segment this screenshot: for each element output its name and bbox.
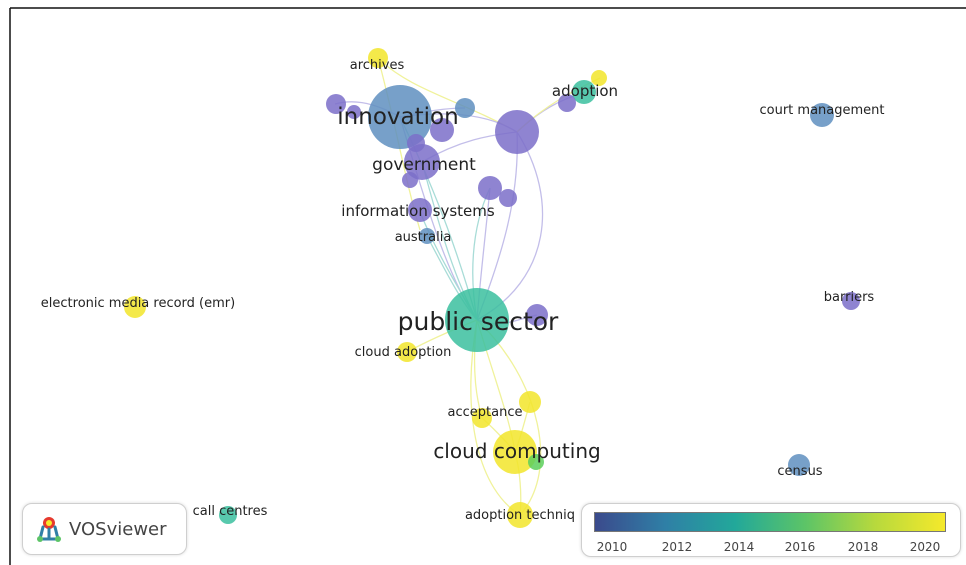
label-information-systems: information systems [341,202,495,220]
node-australia[interactable] [419,228,435,244]
label-census: census [777,464,822,479]
node-innovation-right[interactable] [455,98,475,118]
year-tick-2012: 2012 [661,540,693,554]
year-tick-2020: 2020 [909,540,941,554]
node-cluster-mid[interactable] [478,176,502,200]
vosviewer-logo-text: VOSviewer [69,518,167,540]
node-adoption-purple[interactable] [558,94,576,112]
year-tick-2016: 2016 [784,540,816,554]
node-innovation-left-2[interactable] [347,105,361,119]
label-electronic-media-record: electronic media record (emr) [41,296,235,311]
year-gradient-bar [594,512,946,532]
label-australia: australia [395,230,452,245]
node-electronic-media-record[interactable] [124,296,146,318]
edge-public-techniques [470,319,521,516]
node-information-systems[interactable] [408,198,432,222]
vosviewer-logo-icon [37,517,61,542]
node-cloud-computing[interactable] [493,430,537,474]
node-barriers[interactable] [842,292,860,310]
label-archives: archives [350,58,405,73]
node-acceptance-upper[interactable] [519,391,541,413]
node-adoption-yellow[interactable] [591,70,607,86]
edge-public-techniques-2 [476,319,542,516]
year-tick-2018: 2018 [847,540,879,554]
year-tick-2010: 2010 [596,540,628,554]
node-hub[interactable] [495,110,539,154]
year-tick-2014: 2014 [723,540,755,554]
node-layer [124,48,860,528]
node-census[interactable] [788,454,810,476]
label-barriers: barriers [824,290,875,305]
node-adoption[interactable] [572,80,596,104]
node-call-centres[interactable] [219,506,237,524]
label-innovation: innovation [337,104,458,130]
label-public-sector: public sector [398,307,559,336]
label-layer: archives adoption innovation government … [41,58,885,523]
node-public-purple[interactable] [526,304,548,326]
node-government[interactable] [404,144,440,180]
label-cloud-computing: cloud computing [433,439,600,463]
node-cluster-mid-2[interactable] [499,189,517,207]
label-adoption: adoption [552,82,618,100]
node-innovation-right-2[interactable] [430,118,454,142]
label-court-management: court management [760,103,885,118]
node-archives[interactable] [368,48,388,68]
node-innovation-left[interactable] [326,94,346,114]
label-government: government [372,155,476,175]
node-government-small[interactable] [402,172,418,188]
label-cloud-adoption: cloud adoption [355,345,452,360]
node-cloud-adoption[interactable] [397,342,417,362]
vosviewer-logo-panel: VOSviewer [22,503,187,555]
node-public-sector[interactable] [445,288,509,352]
node-innovation[interactable] [368,85,432,149]
label-call-centres: call centres [193,504,268,519]
node-cloud-computing-green[interactable] [528,454,544,470]
node-adoption-techniques[interactable] [507,502,533,528]
year-color-scale: 2010 2012 2014 2016 2018 2020 [581,503,961,557]
label-acceptance: acceptance [448,405,523,420]
node-acceptance[interactable] [472,408,492,428]
node-court-management[interactable] [810,103,834,127]
label-adoption-techniques: adoption techniq [465,508,575,523]
